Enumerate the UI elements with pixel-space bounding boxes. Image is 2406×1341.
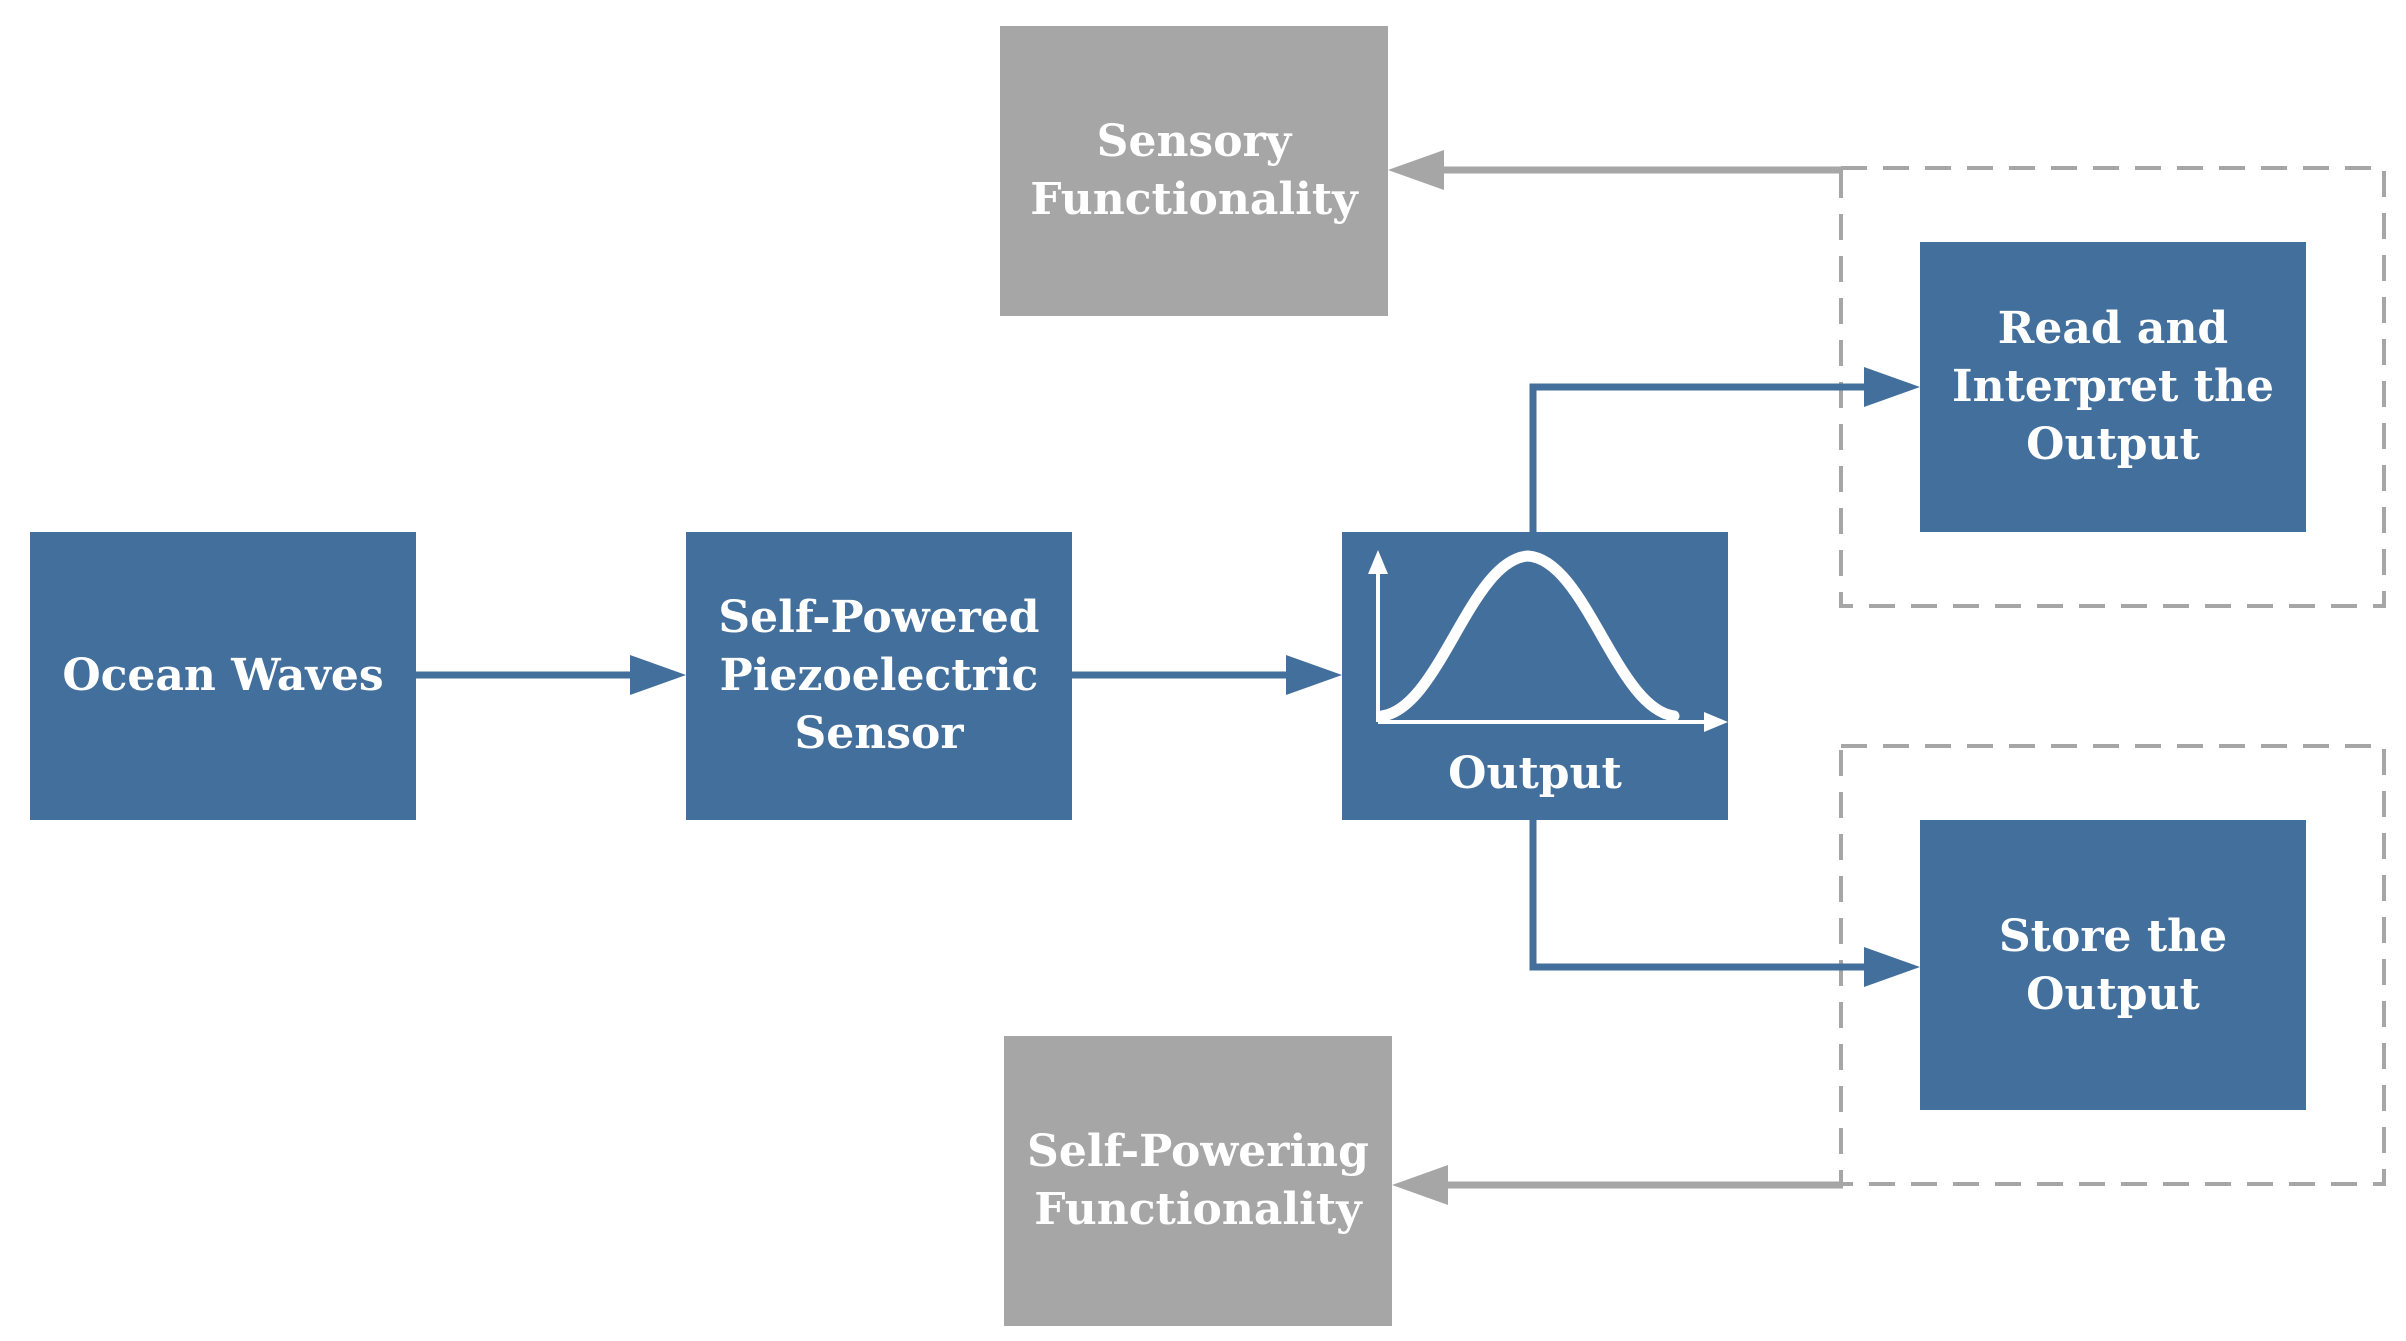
- edge-store-group-to-self-powering: [1392, 1165, 1843, 1205]
- node-label: Piezoelectric: [720, 650, 1039, 701]
- node-label: Sensor: [794, 708, 964, 759]
- edge-output-to-store: [1529, 820, 1920, 987]
- node-self-powering: Self-Powering Functionality: [1004, 1036, 1392, 1326]
- edge-read-group-to-sensory: [1388, 150, 1843, 190]
- node-sensor: Self-Powered Piezoelectric Sensor: [686, 532, 1072, 820]
- node-label: Output: [2026, 969, 2200, 1020]
- node-label: Ocean Waves: [62, 650, 383, 701]
- node-label: Functionality: [1030, 174, 1359, 225]
- edge-ocean-to-sensor: [416, 655, 686, 695]
- node-output: Output: [1342, 532, 1728, 820]
- node-label: Store the: [1999, 911, 2227, 962]
- node-sensory: Sensory Functionality: [1000, 26, 1388, 316]
- bell-curve-graph-icon: [1368, 550, 1728, 732]
- node-store: Store the Output: [1920, 820, 2306, 1110]
- node-read-interpret: Read and Interpret the Output: [1920, 242, 2306, 532]
- node-label: Self-Powering: [1027, 1126, 1369, 1177]
- node-label: Self-Powered: [718, 592, 1039, 643]
- node-label: Functionality: [1034, 1184, 1363, 1235]
- node-ocean-waves: Ocean Waves: [30, 532, 416, 820]
- node-label: Output: [2026, 419, 2200, 470]
- node-label: Sensory: [1097, 116, 1293, 167]
- edge-sensor-to-output: [1072, 655, 1342, 695]
- node-label: Output: [1448, 748, 1622, 799]
- node-label: Interpret the: [1952, 361, 2274, 412]
- node-label: Read and: [1998, 303, 2228, 354]
- edge-output-to-read: [1529, 367, 1920, 532]
